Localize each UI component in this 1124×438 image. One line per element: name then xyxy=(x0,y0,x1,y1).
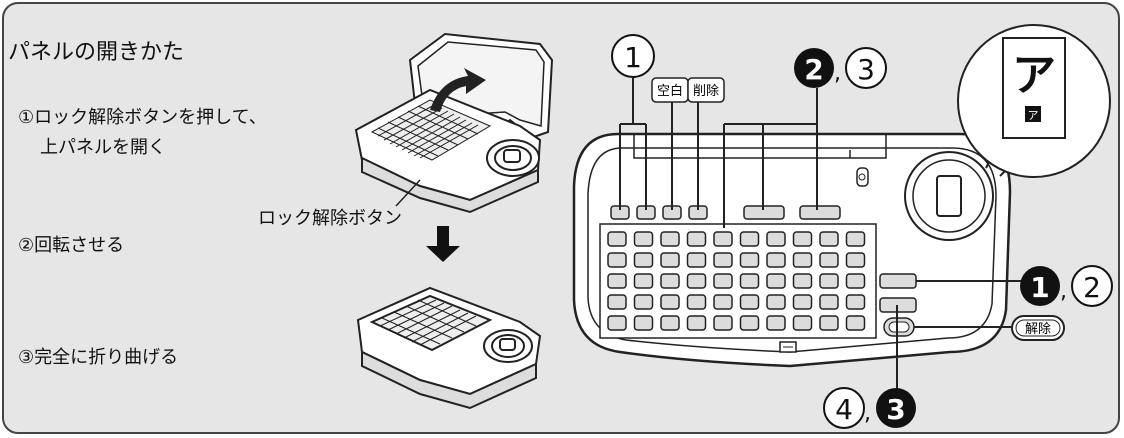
keyboard-key xyxy=(713,252,733,268)
keyboard-key xyxy=(792,315,813,331)
keyboard-key xyxy=(607,252,627,268)
svg-text:,: , xyxy=(834,61,841,86)
callout-circle-1 xyxy=(611,34,655,78)
keyboard-key xyxy=(792,294,813,310)
keyboard-key xyxy=(607,315,627,331)
keyboard-key xyxy=(819,231,839,247)
keyboard-key xyxy=(633,231,654,247)
callout-circle-2 xyxy=(1071,265,1113,307)
lock-release-caption: ロック解除ボタン xyxy=(258,208,402,229)
keyboard-key xyxy=(660,252,680,268)
keyboard-key xyxy=(766,252,786,268)
keyboard-key xyxy=(845,252,866,268)
keyboard-key xyxy=(713,231,733,247)
keyboard-key xyxy=(739,231,760,247)
keyboard-key xyxy=(845,294,866,310)
keyboard-key xyxy=(607,294,627,310)
release-key-label: 解除 xyxy=(1025,322,1051,337)
keyboard-key xyxy=(739,315,760,331)
keyboard-key xyxy=(660,294,680,310)
keyboard-key xyxy=(819,273,839,289)
step-1-line-2: 上パネルを開く xyxy=(40,137,166,158)
keyboard-key xyxy=(633,273,654,289)
device-opened-illustration xyxy=(354,32,554,214)
keyboard-key xyxy=(792,231,813,247)
svg-text:3: 3 xyxy=(857,53,875,86)
svg-text:3: 3 xyxy=(886,393,905,426)
keyboard-key xyxy=(766,294,786,310)
step-3-text: ③完全に折り曲げる xyxy=(18,347,179,368)
callout-1: 1 xyxy=(624,41,642,74)
keyboard-key xyxy=(766,231,786,247)
step-2-text: ②回転させる xyxy=(18,235,125,256)
keyboard-key xyxy=(660,315,680,331)
callout-circle-4 xyxy=(823,387,865,429)
key-grid xyxy=(607,231,866,331)
keyboard-key xyxy=(845,273,866,289)
svg-text:4: 4 xyxy=(835,393,853,426)
keyboard-key xyxy=(633,294,654,310)
keyboard-key xyxy=(713,294,733,310)
keyboard-key xyxy=(819,315,839,331)
keyboard-key xyxy=(819,294,839,310)
callout-circle-3 xyxy=(845,47,887,89)
svg-text:,: , xyxy=(864,401,871,426)
keyboard-key xyxy=(686,315,707,331)
keyboard-key xyxy=(660,273,680,289)
key-label-tags: 空白 削除 解除 xyxy=(651,77,1065,341)
keyboard-key xyxy=(792,252,813,268)
keyboard-key xyxy=(819,252,839,268)
svg-text:2: 2 xyxy=(1083,271,1101,304)
page-title: パネルの開きかた xyxy=(8,40,185,65)
keyboard-key xyxy=(633,252,654,268)
keyboard-key xyxy=(713,315,733,331)
wide-function-key xyxy=(799,205,841,220)
keyboard-key xyxy=(766,315,786,331)
keyboard-key xyxy=(766,273,786,289)
keyboard-key xyxy=(845,231,866,247)
keyboard-key xyxy=(633,315,654,331)
keyboard-key xyxy=(739,252,760,268)
keyboard-key xyxy=(660,231,680,247)
keyboard-key xyxy=(792,273,813,289)
zoom-small-char: ア xyxy=(1028,109,1039,122)
keyboard-key xyxy=(686,294,707,310)
keyboard-key xyxy=(686,252,707,268)
device-folded-illustration xyxy=(356,286,542,410)
callout-filled-2 xyxy=(794,48,834,88)
keyboard-key xyxy=(686,273,707,289)
keyboard-key xyxy=(739,273,760,289)
keyboard-key xyxy=(607,231,627,247)
step-1-line-1: ①ロック解除ボタンを押して、 xyxy=(18,107,267,128)
keyboard-key xyxy=(739,294,760,310)
svg-text:2: 2 xyxy=(804,53,823,86)
blank-key-label: 空白 xyxy=(657,83,683,99)
down-arrow-icon xyxy=(426,226,460,262)
function-keys xyxy=(610,205,841,220)
svg-text:1: 1 xyxy=(1030,271,1049,304)
svg-text:,: , xyxy=(1060,279,1067,304)
delete-key-label: 削除 xyxy=(693,84,719,99)
callout-lines xyxy=(619,78,1022,394)
keyboard-key xyxy=(845,315,866,331)
keyboard-key xyxy=(713,273,733,289)
keyboard-key xyxy=(607,273,627,289)
keyboard-key xyxy=(686,231,707,247)
zoom-char: ア xyxy=(1012,50,1056,101)
callout-filled-3 xyxy=(876,388,916,428)
callout-filled-1 xyxy=(1020,266,1060,306)
